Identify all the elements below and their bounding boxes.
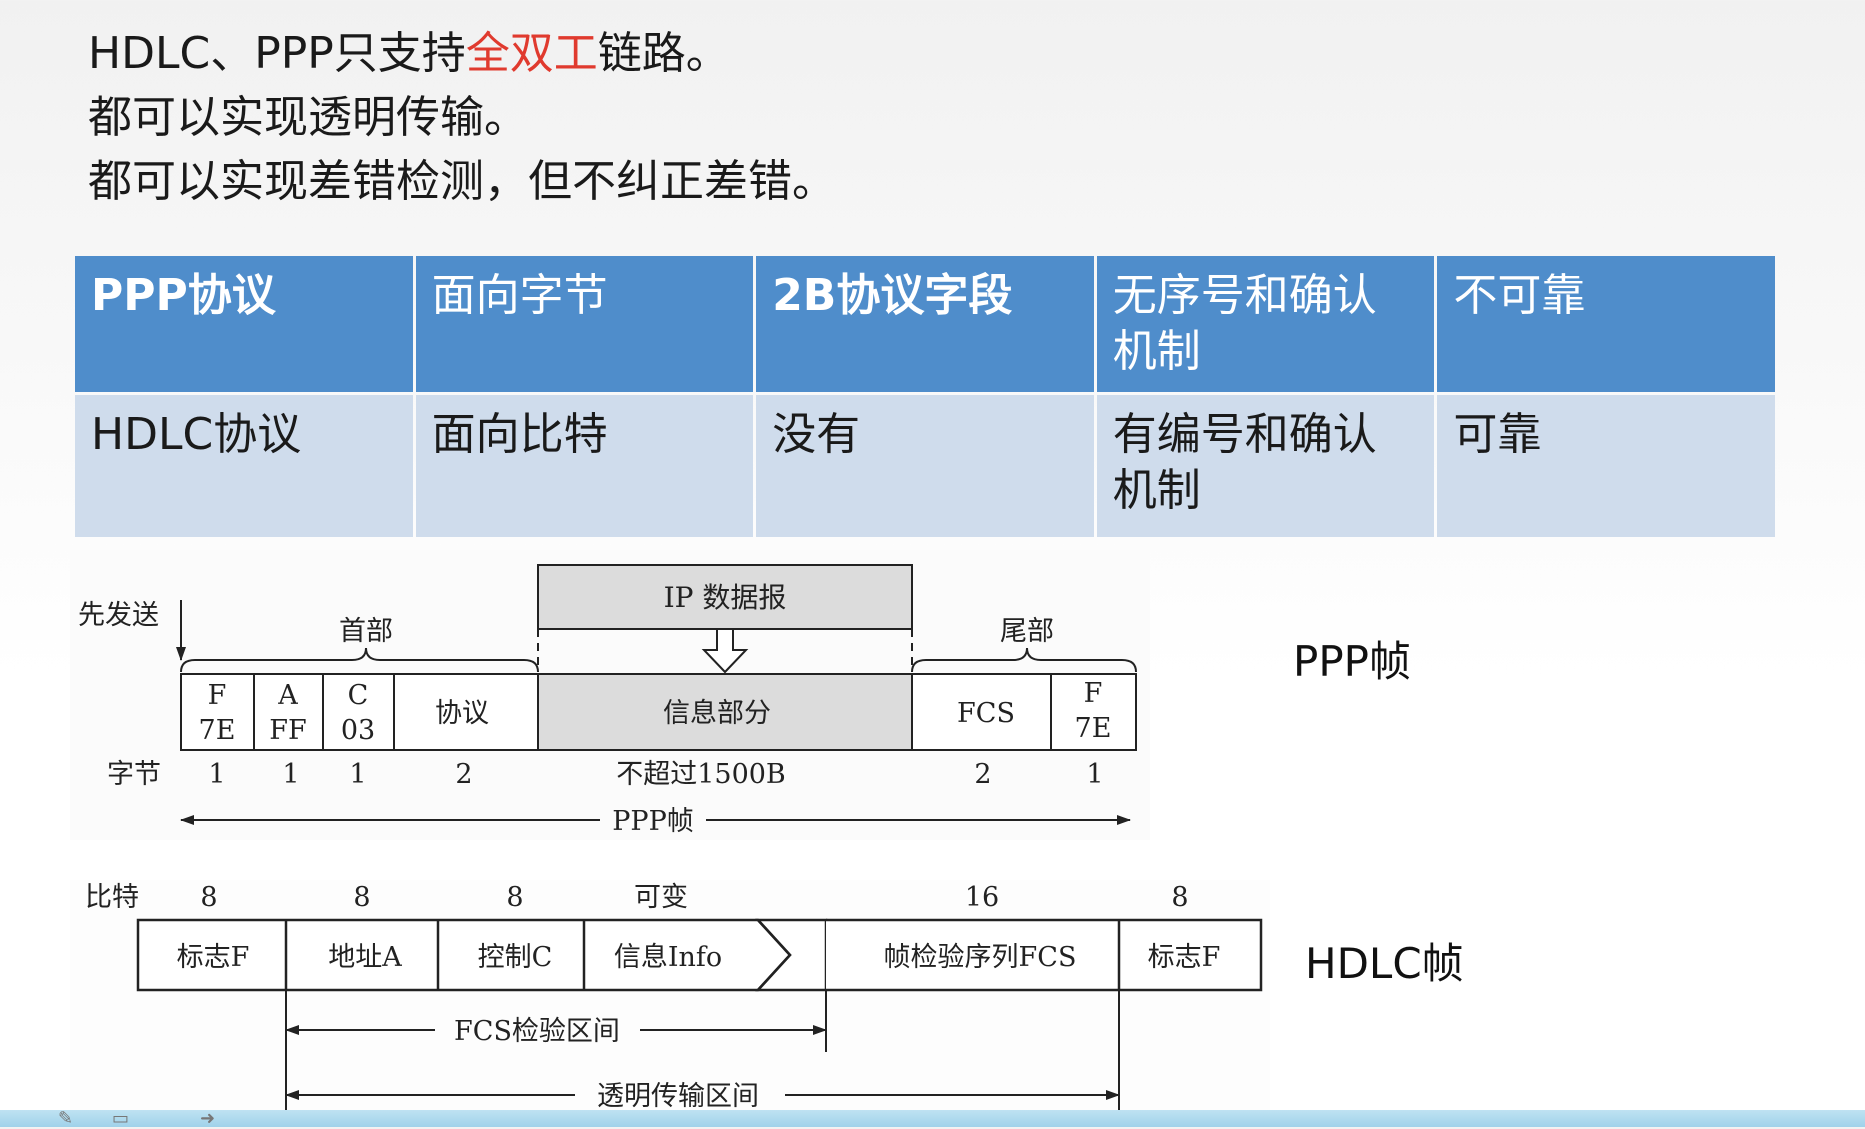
table-cell: 无序号和确认机制: [1096, 256, 1435, 392]
byte-count: 2: [974, 759, 991, 790]
ppp-field-c-top: C: [348, 680, 369, 711]
table-cell: 面向比特: [415, 395, 754, 537]
fcs-range-label: FCS检验区间: [454, 1016, 620, 1047]
table-cell: 面向字节: [415, 256, 754, 392]
pen-icon[interactable]: ✎: [58, 1108, 74, 1129]
ppp-frame-diagram: 先发送 首部 尾部 IP 数据报 F 7E A FF C 03 协议 信息部分 …: [78, 564, 1137, 837]
bit-count: 8: [353, 882, 370, 913]
ppp-field-f-bottom: 7E: [199, 715, 236, 746]
arrow-right-icon[interactable]: ➜: [200, 1108, 216, 1129]
hdlc-frame-right-part: [826, 918, 1263, 992]
note-line-1-prefix: HDLC、PPP只支持: [88, 28, 466, 79]
bit-count: 8: [1171, 882, 1188, 913]
table-cell: 2B协议字段: [756, 256, 1094, 392]
ppp-field-a-top: A: [277, 680, 298, 711]
comparison-table: PPP协议 面向字节 2B协议字段 无序号和确认机制 不可靠 HDLC协议 面向…: [72, 253, 1778, 540]
ppp-field-f-top: F: [208, 680, 227, 711]
ppp-field-c-bottom: 03: [341, 715, 375, 746]
header-label: 首部: [339, 616, 393, 647]
ppp-span-label: PPP帧: [612, 806, 694, 837]
bit-count: 可变: [634, 882, 688, 913]
trailer-brace: [911, 647, 1137, 673]
ppp-field-protocol: 协议: [435, 698, 489, 729]
note-highlight-full-duplex: 全双工: [465, 28, 598, 79]
transparent-range-label: 透明传输区间: [597, 1081, 759, 1112]
bits-label: 比特: [85, 882, 139, 913]
note-line-1-suffix: 链路。: [597, 28, 730, 79]
byte-count: 1: [282, 759, 299, 790]
table-cell: HDLC协议: [75, 395, 413, 537]
hdlc-field-address: 地址A: [328, 942, 402, 973]
table-row-ppp: PPP协议 面向字节 2B协议字段 无序号和确认机制 不可靠: [75, 256, 1775, 392]
hdlc-field-info: 信息Info: [614, 942, 722, 973]
table-cell: 有编号和确认机制: [1096, 395, 1435, 537]
send-first-label: 先发送: [78, 600, 159, 631]
bytes-label: 字节: [107, 759, 161, 790]
note-line-3: 都可以实现差错检测，但不纠正差错。: [88, 156, 836, 207]
info-field-box: [537, 673, 913, 751]
note-line-1: HDLC、PPP只支持全双工链路。: [88, 22, 836, 86]
byte-count: 1: [349, 759, 366, 790]
note-line-2: 都可以实现透明传输。: [88, 92, 528, 143]
bit-count: 8: [506, 882, 523, 913]
screen-icon[interactable]: ▭: [112, 1108, 130, 1129]
ppp-field-a-bottom: FF: [269, 715, 306, 746]
slide-toolbar: ✎ ▭ ➜: [0, 1108, 1865, 1129]
break-chevron-icon: [757, 919, 792, 991]
hdlc-field-control: 控制C: [478, 942, 553, 973]
hdlc-field-flag-end: 标志F: [1148, 942, 1221, 973]
trailer-label: 尾部: [1000, 616, 1054, 647]
ppp-field-f2-top: F: [1084, 678, 1103, 709]
ppp-field-info: 信息部分: [663, 698, 771, 729]
table-cell: 没有: [756, 395, 1094, 537]
hdlc-frame-label: HDLC帧: [1305, 939, 1464, 988]
bit-count: 8: [200, 882, 217, 913]
table-cell: 可靠: [1437, 395, 1775, 537]
ppp-frame-label: PPP帧: [1293, 637, 1411, 686]
table-cell: 不可靠: [1437, 256, 1775, 392]
ip-datagram-box: [537, 564, 913, 630]
hdlc-field-fcs: 帧检验序列FCS: [884, 942, 1077, 973]
byte-count: 1: [1086, 759, 1103, 790]
byte-count: 1: [208, 759, 225, 790]
table-cell: PPP协议: [75, 256, 413, 392]
down-arrow-icon: [701, 628, 749, 674]
header-brace: [180, 647, 539, 673]
byte-count: 不超过1500B: [616, 759, 786, 790]
hdlc-frame-diagram: 比特 8 8 8 可变 16 8 标志F 地址A 控制C 信息Info 帧检验序…: [85, 882, 1263, 1127]
ppp-field-f2-bottom: 7E: [1075, 713, 1112, 744]
byte-count: 2: [455, 759, 472, 790]
ip-datagram-label: IP 数据报: [664, 581, 787, 614]
ppp-field-fcs: FCS: [957, 698, 1015, 729]
hdlc-field-flag: 标志F: [177, 942, 250, 973]
table-row-hdlc: HDLC协议 面向比特 没有 有编号和确认机制 可靠: [75, 395, 1775, 537]
notes: HDLC、PPP只支持全双工链路。 都可以实现透明传输。 都可以实现差错检测，但…: [88, 22, 836, 214]
bit-count: 16: [965, 882, 999, 913]
